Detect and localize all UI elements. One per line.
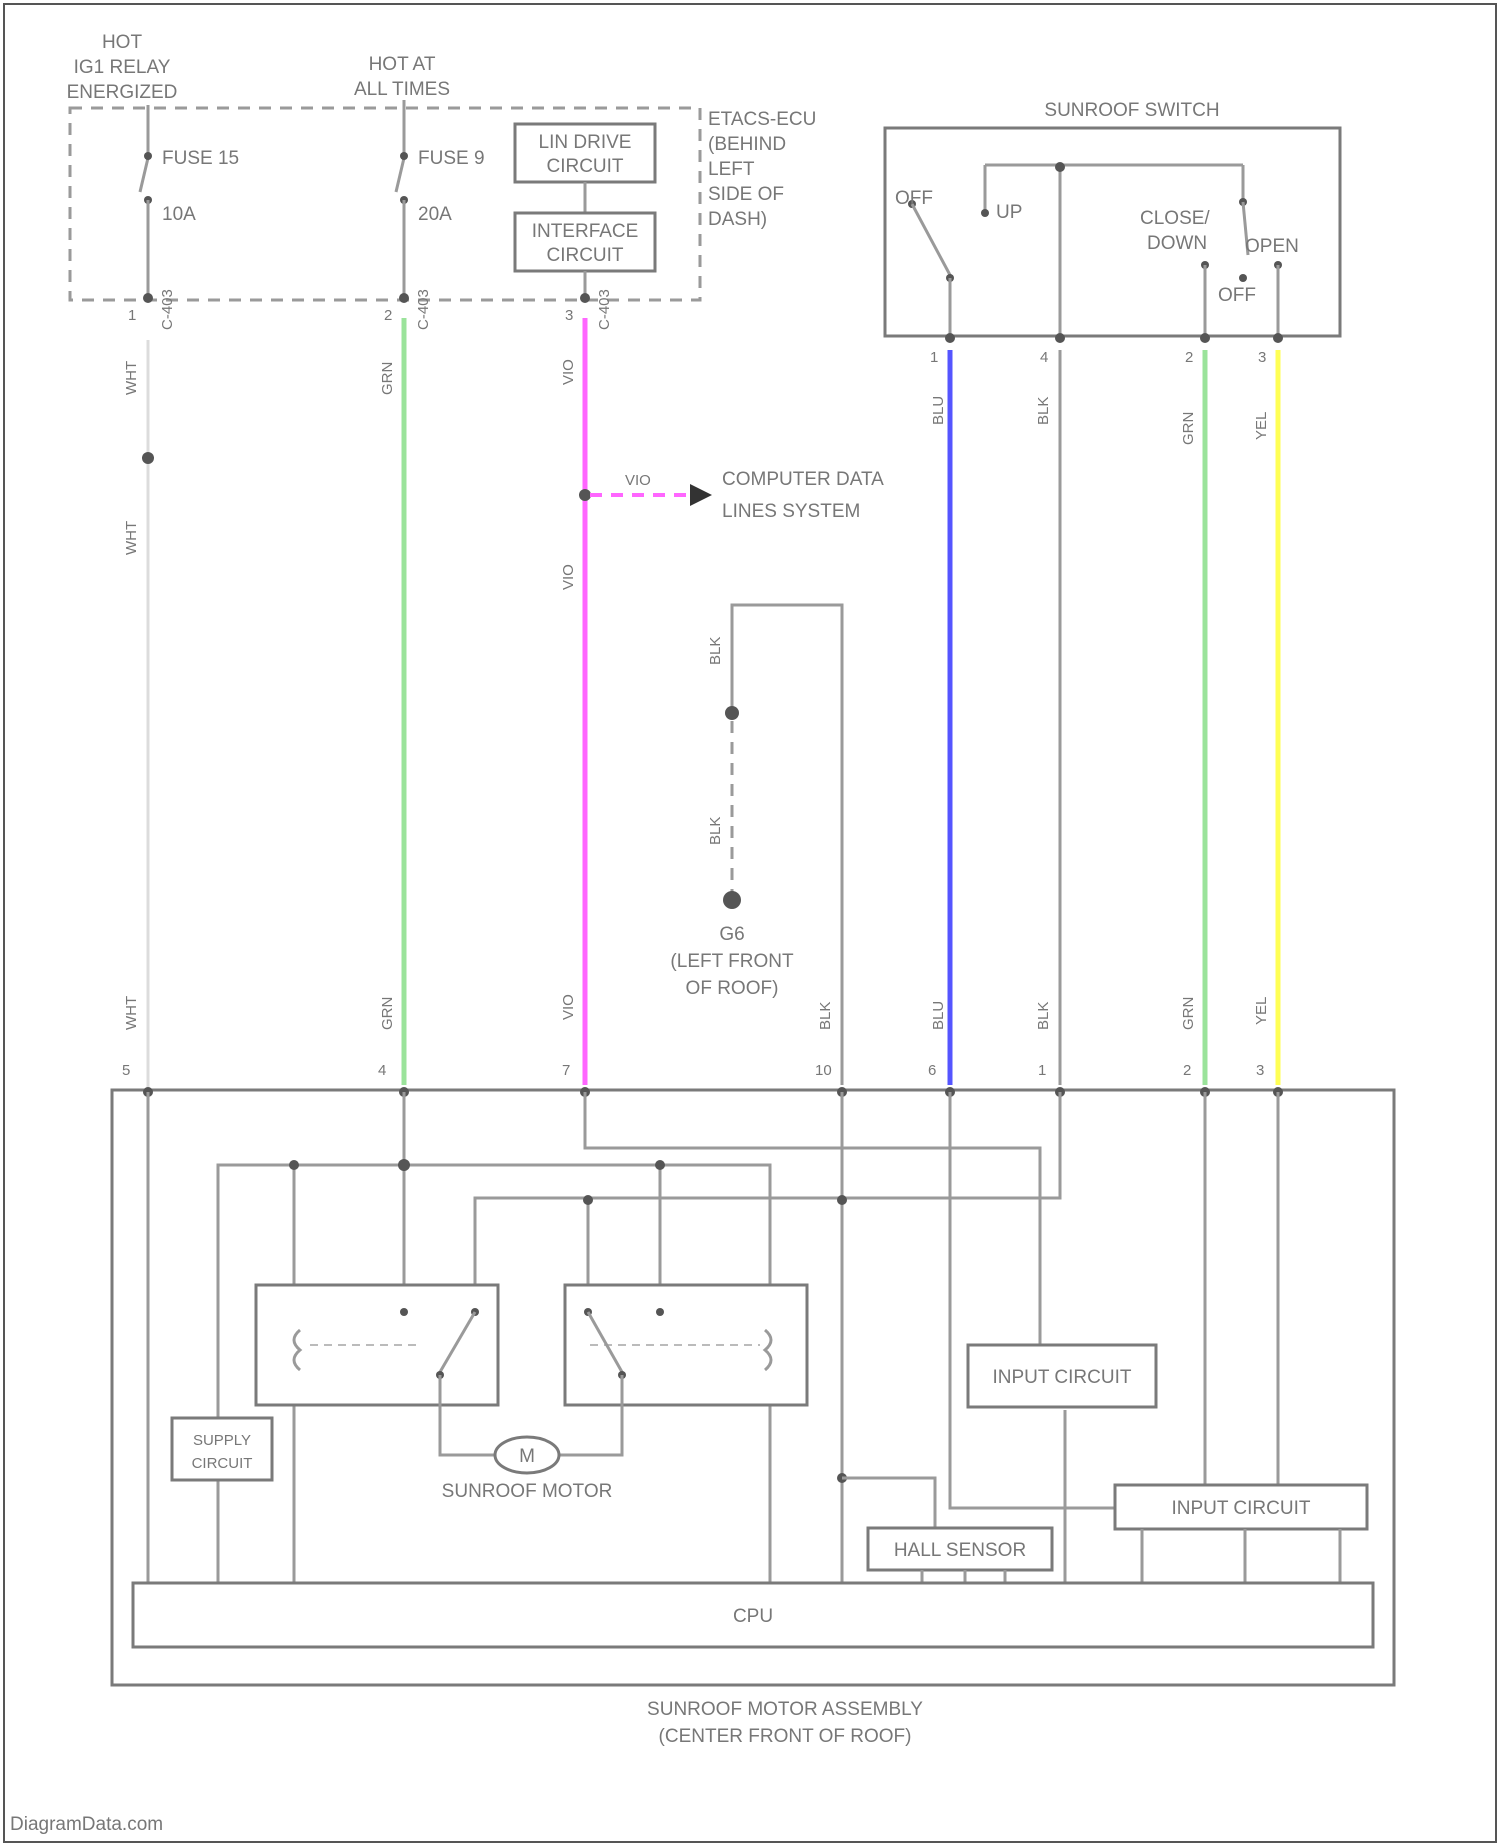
label-w4-bot: BLK (817, 1002, 834, 1030)
switch-pin-3: 2 (1185, 349, 1193, 366)
etacs-connector-id-3: C-403 (596, 289, 613, 330)
sunroof-switch-box (885, 128, 1340, 336)
interface-label-1: INTERFACE (532, 221, 639, 242)
relay-hot-label-2: IG1 RELAY (74, 57, 171, 78)
label-ground-blk-a: BLK (707, 637, 724, 665)
etacs-label-2: (BEHIND (708, 134, 786, 155)
data-line-dest-2: LINES SYSTEM (722, 501, 860, 522)
label-w7-top: GRN (1180, 412, 1197, 445)
data-line-dest-1: COMPUTER DATA (722, 469, 884, 490)
label-w5-bot: BLU (930, 1001, 947, 1030)
switch-connector: 1 4 2 3 (930, 333, 1283, 366)
cpu-label: CPU (733, 1606, 773, 1627)
fuse-9-name: FUSE 9 (418, 148, 485, 169)
label-w3-mid: VIO (560, 564, 577, 590)
assembly-pin-1: 5 (122, 1062, 130, 1079)
assembly-pin-7: 2 (1183, 1062, 1191, 1079)
switch-up-label: UP (996, 202, 1022, 223)
label-w2-bot: GRN (379, 997, 396, 1030)
etacs-label-3: LEFT (708, 159, 755, 180)
input-circuit-a-label: INPUT CIRCUIT (993, 1367, 1132, 1388)
data-line-arrow (690, 484, 712, 506)
etacs-connector-id-1: C-403 (159, 289, 176, 330)
etacs-label-5: DASH) (708, 209, 767, 230)
supply-label-2: CIRCUIT (192, 1455, 253, 1472)
always-hot-label-1: HOT AT (369, 54, 436, 75)
ground-name: G6 (719, 924, 744, 945)
etacs-connector: 1 2 3 C-403 C-403 C-403 (128, 289, 613, 330)
wire-labels-top: WHT WHT GRN VIO VIO BLU BLK GRN YEL (123, 359, 1270, 590)
wire-labels-bottom: WHT GRN VIO BLK BLU BLK GRN YEL (123, 994, 1270, 1030)
etacs-pin-1: 1 (128, 307, 136, 324)
assembly-pin-8: 3 (1256, 1062, 1264, 1079)
label-w5-top: BLU (930, 396, 947, 425)
switch-bus-node (1055, 162, 1065, 172)
supply-label-1: SUPPLY (193, 1432, 251, 1449)
label-ground-blk-b: BLK (707, 817, 724, 845)
label-w1-bot: WHT (123, 996, 140, 1030)
label-w1-mid: WHT (123, 521, 140, 555)
switch-off-left-label: OFF (895, 188, 933, 209)
switch-pin-1: 1 (930, 349, 938, 366)
wire-runs (142, 318, 1278, 1088)
ground-splice (725, 706, 739, 720)
wht-splice (142, 452, 154, 464)
interface-label-2: CIRCUIT (546, 245, 623, 266)
switch-open-label: OPEN (1245, 236, 1299, 257)
label-w1-top: WHT (123, 361, 140, 395)
watermark: DiagramData.com (10, 1814, 163, 1835)
ground-location-1: (LEFT FRONT (670, 951, 794, 972)
label-w7-bot: GRN (1180, 997, 1197, 1030)
hall-sensor-label: HALL SENSOR (894, 1540, 1026, 1561)
etacs-pin-2: 2 (384, 307, 392, 324)
label-w8-bot: YEL (1253, 997, 1270, 1025)
etacs-pin-3: 3 (565, 307, 573, 324)
fuse-9-terminal-top (400, 152, 408, 160)
switch-off-right-label: OFF (1218, 285, 1256, 306)
lin-drive-label-2: CIRCUIT (546, 156, 623, 177)
switch-pin-2: 4 (1040, 349, 1048, 366)
always-hot-label-2: ALL TIMES (354, 79, 450, 100)
relay-hot-label-1: HOT (102, 32, 143, 53)
sunroof-motor-label: SUNROOF MOTOR (442, 1481, 613, 1502)
label-w3-top: VIO (560, 359, 577, 385)
data-line-color: VIO (625, 472, 651, 489)
assembly-pin-4: 10 (815, 1062, 832, 1079)
motor-symbol-letter: M (519, 1446, 535, 1467)
label-w6-bot: BLK (1035, 1002, 1052, 1030)
switch-close-label-2: DOWN (1147, 233, 1207, 254)
fuse-15-terminal-top (144, 152, 152, 160)
relay-hot-label-3: ENERGIZED (67, 82, 178, 103)
vio-splice (579, 489, 591, 501)
assembly-pin-2: 4 (378, 1062, 386, 1079)
input-circuit-b-label: INPUT CIRCUIT (1172, 1498, 1311, 1519)
label-w8-top: YEL (1253, 412, 1270, 440)
etacs-label-4: SIDE OF (708, 184, 784, 205)
switch-pin-4: 3 (1258, 349, 1266, 366)
assembly-pin-6: 1 (1038, 1062, 1046, 1079)
assembly-label-2: (CENTER FRONT OF ROOF) (659, 1726, 912, 1747)
label-w3-bot: VIO (560, 994, 577, 1020)
label-w2-top: GRN (379, 362, 396, 395)
etacs-label-1: ETACS-ECU (708, 109, 816, 130)
fuse-15-name: FUSE 15 (162, 148, 239, 169)
fuse-15-rating: 10A (162, 204, 196, 225)
relay-a-box (256, 1285, 498, 1405)
switch-close-label-1: CLOSE/ (1140, 208, 1210, 229)
etacs-connector-id-2: C-403 (415, 289, 432, 330)
assembly-pin-3: 7 (562, 1062, 570, 1079)
fuse-9-rating: 20A (418, 204, 452, 225)
lin-drive-label-1: LIN DRIVE (539, 132, 632, 153)
label-w6-top: BLK (1035, 397, 1052, 425)
ground-point (723, 891, 741, 909)
ground-location-2: OF ROOF) (686, 978, 779, 999)
assembly-label-1: SUNROOF MOTOR ASSEMBLY (647, 1699, 923, 1720)
sunroof-switch-title: SUNROOF SWITCH (1044, 100, 1219, 121)
assembly-pin-5: 6 (928, 1062, 936, 1079)
